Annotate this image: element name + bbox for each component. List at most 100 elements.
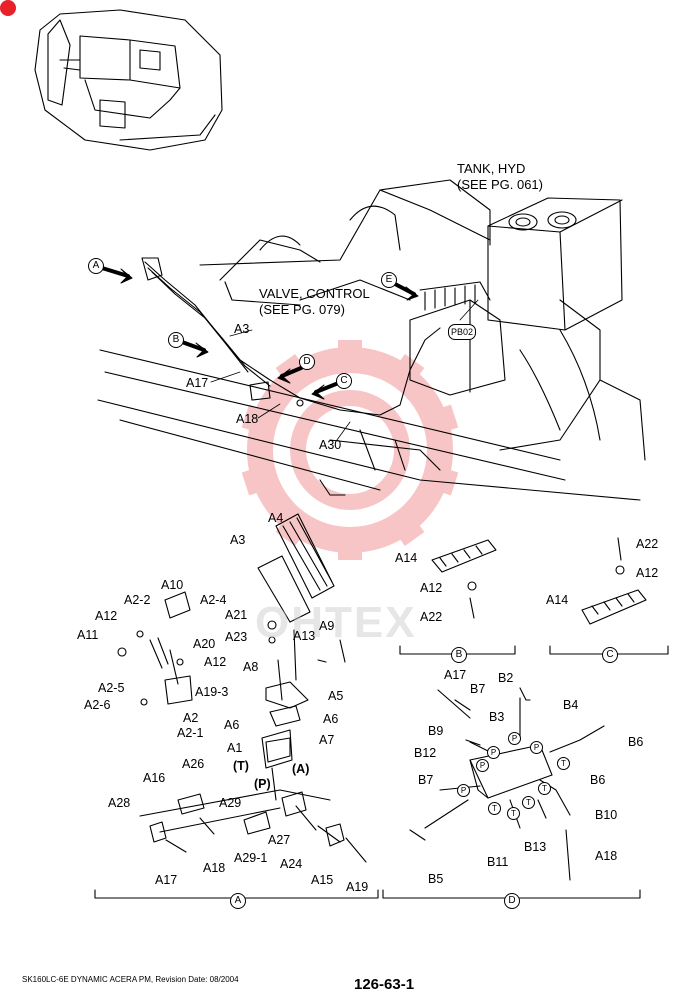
part-label: A12 [95, 609, 118, 623]
part-label: A5 [328, 689, 344, 703]
port-mark: T [488, 802, 501, 815]
part-label: B3 [489, 710, 505, 724]
view-a-drawing [117, 513, 367, 863]
view-brackets [94, 645, 669, 899]
port-mark: P [530, 741, 543, 754]
part-label: A2-6 [84, 698, 111, 712]
part-label: A10 [161, 578, 184, 592]
part-label: A17 [444, 668, 467, 682]
view-d-drawing [409, 687, 605, 881]
port-mark: P [508, 732, 521, 745]
part-label: A16 [143, 771, 166, 785]
machine-thumbnail-icon [34, 9, 223, 151]
part-label: A4 [268, 511, 284, 525]
connector-label: PB02 [448, 324, 477, 340]
watermark-gear-icon [241, 340, 459, 560]
part-label: B5 [428, 872, 444, 886]
part-label: A2-2 [124, 593, 151, 607]
corner-badge-icon [0, 0, 16, 16]
part-label: A17 [155, 873, 178, 887]
part-label: A23 [225, 630, 248, 644]
part-label: A14 [546, 593, 569, 607]
part-label: A18 [236, 412, 259, 426]
port-mark: T [538, 782, 551, 795]
part-label: A8 [243, 660, 259, 674]
part-label: A12 [636, 566, 659, 580]
part-label: A15 [311, 873, 334, 887]
view-c-drawing [581, 537, 647, 625]
part-label: B11 [487, 855, 509, 869]
part-label: B6 [590, 773, 606, 787]
part-label: A27 [268, 833, 291, 847]
part-label: A3 [230, 533, 246, 547]
part-label: A26 [182, 757, 205, 771]
port-mark: T [557, 757, 570, 770]
part-label: A20 [193, 637, 216, 651]
part-label: B9 [428, 724, 444, 738]
part-label: A2-4 [200, 593, 227, 607]
valve-callout-line1: VALVE, CONTROL [259, 286, 370, 301]
view-arrow-letter: C [336, 373, 352, 389]
part-label: A19 [346, 880, 369, 894]
part-label: A30 [319, 438, 342, 452]
watermark: OHTEX [255, 598, 417, 647]
part-label: A2-5 [98, 681, 125, 695]
port-mark: P [457, 784, 470, 797]
part-label: A11 [77, 628, 99, 642]
part-label: A3 [234, 322, 250, 336]
part-label: A12 [420, 581, 443, 595]
part-label: A17 [186, 376, 209, 390]
part-label: B4 [563, 698, 579, 712]
part-label: A2-1 [177, 726, 204, 740]
part-label: A12 [204, 655, 227, 669]
port-mark: P [487, 746, 500, 759]
port-mark: T [522, 796, 535, 809]
part-label: B2 [498, 671, 514, 685]
part-label: A29-1 [234, 851, 268, 865]
tank-callout-line1: TANK, HYD [457, 161, 526, 176]
part-label: A6 [224, 718, 240, 732]
part-label: A21 [225, 608, 248, 622]
main-assembly-drawing [97, 179, 646, 501]
part-label: A29 [219, 796, 242, 810]
port-label: (T) [233, 759, 249, 773]
view-arrow-letter: B [168, 332, 184, 348]
view-label: B [451, 647, 467, 663]
page-number: 126-63-1 [354, 976, 415, 993]
footer-model-revision: SK160LC-6E DYNAMIC ACERA PM, Revision Da… [22, 975, 239, 984]
part-label: A24 [280, 857, 303, 871]
view-b-drawing [431, 539, 497, 619]
part-label: A2 [183, 711, 199, 725]
view-label: A [230, 893, 246, 909]
port-label: (A) [292, 762, 310, 776]
part-label: B7 [418, 773, 434, 787]
part-label: A19-3 [195, 685, 229, 699]
part-label: A14 [395, 551, 418, 565]
port-label: (P) [254, 777, 271, 791]
part-label: A1 [227, 741, 243, 755]
part-label: A22 [420, 610, 443, 624]
part-label: B10 [595, 808, 618, 822]
port-mark: T [507, 807, 520, 820]
view-arrow-letter: D [299, 354, 315, 370]
port-mark: P [476, 759, 489, 772]
part-label: A13 [293, 629, 316, 643]
part-label: A6 [323, 712, 339, 726]
part-label: A7 [319, 733, 335, 747]
part-label: B6 [628, 735, 644, 749]
part-label: A28 [108, 796, 131, 810]
part-label: B12 [414, 746, 437, 760]
view-arrow-letter: A [88, 258, 104, 274]
part-label: B13 [524, 840, 547, 854]
part-label: A18 [203, 861, 226, 875]
leader-lines [210, 299, 479, 441]
part-label: B7 [470, 682, 486, 696]
view-label: D [504, 893, 520, 909]
part-label: A9 [319, 619, 335, 633]
view-label: C [602, 647, 618, 663]
view-arrows [100, 266, 419, 400]
valve-callout-line2: (SEE PG. 079) [259, 302, 345, 317]
part-label: A22 [636, 537, 659, 551]
